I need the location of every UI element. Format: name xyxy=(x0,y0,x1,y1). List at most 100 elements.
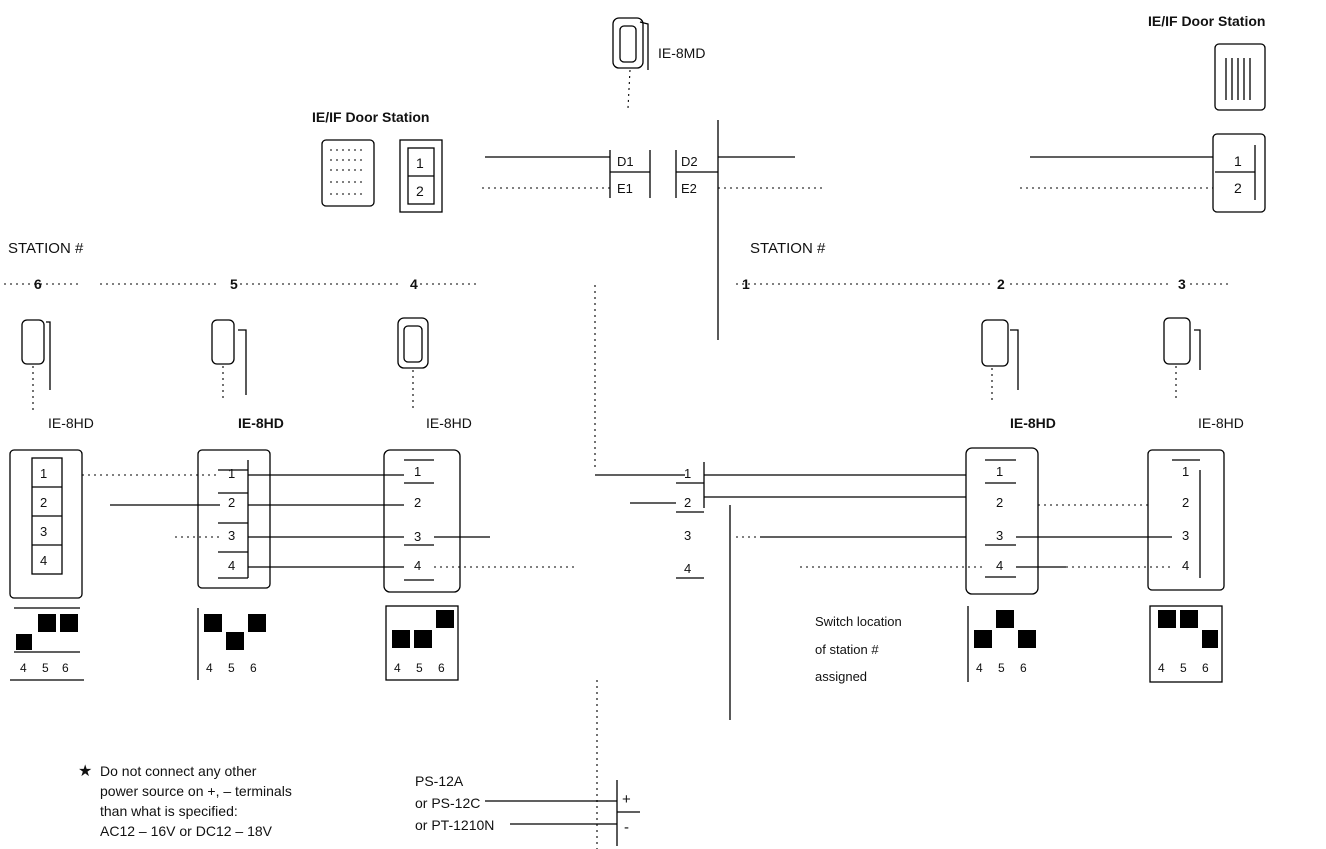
station-heading-right: STATION # xyxy=(750,240,826,257)
switch-note: Switch location of station # assigned xyxy=(815,614,902,684)
master-station-ie-8md: IE-8MD xyxy=(612,17,705,109)
master-terminals: D1 E1 D2 E2 xyxy=(482,120,825,340)
switch-digit: 6 xyxy=(250,661,257,675)
sub-station-2: IE-8HD 1 2 3 4 4 5 6 xyxy=(197,319,284,680)
switch-digit: 6 xyxy=(1020,661,1027,675)
door-right-terminal-1: 1 xyxy=(1234,153,1242,169)
power-terminal-minus: - xyxy=(624,819,629,836)
warning-line-2: power source on +, – terminals xyxy=(100,783,292,799)
star-icon: ★ xyxy=(78,763,92,780)
handset-icon xyxy=(981,319,1019,400)
door-left-terminal-1: 1 xyxy=(416,155,424,171)
power-source-3: or PT-1210N xyxy=(415,817,494,833)
switch-digit: 4 xyxy=(976,661,983,675)
terminal-d1: D1 xyxy=(617,154,634,169)
terminal-e2: E2 xyxy=(681,181,697,196)
switch-digit: 4 xyxy=(394,661,401,675)
door-speaker-icon xyxy=(321,139,375,207)
bus-terminal-2: 2 xyxy=(684,495,691,510)
terminal-3: 3 xyxy=(996,528,1003,543)
terminal-3: 3 xyxy=(228,528,235,543)
door-speaker-icon xyxy=(1214,43,1266,111)
switch-digit: 4 xyxy=(206,661,213,675)
warning-note: ★ Do not connect any other power source … xyxy=(78,763,292,839)
master-label: IE-8MD xyxy=(658,45,705,61)
terminal-3: 3 xyxy=(1182,528,1189,543)
door-station-right: IE/IF Door Station 1 2 xyxy=(1020,13,1266,213)
sub-station-4: IE-8HD 1 2 3 4 4 5 6 xyxy=(965,319,1056,682)
door-station-right-label: IE/IF Door Station xyxy=(1148,13,1265,29)
station-number-2: 2 xyxy=(997,276,1005,292)
warning-line-1: Do not connect any other xyxy=(100,763,257,779)
terminal-e1: E1 xyxy=(617,181,633,196)
station-number-row-left: 6 5 4 xyxy=(4,276,480,292)
terminal-2: 2 xyxy=(228,495,235,510)
handset-icon xyxy=(211,319,247,400)
door-station-left-label: IE/IF Door Station xyxy=(312,109,429,125)
terminal-4: 4 xyxy=(1182,558,1189,573)
terminal-1: 1 xyxy=(1182,464,1189,479)
power-supply: PS-12A or PS-12C or PT-1210N + - xyxy=(415,680,640,849)
terminal-4: 4 xyxy=(228,558,235,573)
handset-icon xyxy=(21,319,51,410)
station-number-5: 5 xyxy=(230,276,238,292)
power-source-2: or PS-12C xyxy=(415,795,480,811)
warning-line-3: than what is specified: xyxy=(100,803,238,819)
terminal-d2: D2 xyxy=(681,154,698,169)
switch-digit: 5 xyxy=(1180,661,1187,675)
right-wiring xyxy=(800,504,1172,568)
power-source-1: PS-12A xyxy=(415,773,464,789)
door-station-left: IE/IF Door Station 1 2 xyxy=(312,109,443,213)
sub-station-label: IE-8HD xyxy=(426,415,472,431)
switch-digit: 4 xyxy=(20,661,27,675)
sub-station-3: IE-8HD 1 2 3 4 4 5 6 xyxy=(383,317,472,681)
dip-switch: 4 5 6 xyxy=(10,607,84,681)
terminal-2: 2 xyxy=(1182,495,1189,510)
sub-station-label: IE-8HD xyxy=(238,415,284,431)
station-number-4: 4 xyxy=(410,276,418,292)
switch-digit: 5 xyxy=(228,661,235,675)
dip-switch: 4 5 6 xyxy=(385,605,459,681)
warning-line-4: AC12 – 16V or DC12 – 18V xyxy=(100,823,273,839)
terminal-4: 4 xyxy=(40,553,47,568)
terminal-4: 4 xyxy=(414,558,421,573)
switch-digit: 5 xyxy=(416,661,423,675)
switch-digit: 6 xyxy=(438,661,445,675)
terminal-2: 2 xyxy=(414,495,421,510)
terminal-3: 3 xyxy=(414,529,421,544)
station-number-1: 1 xyxy=(742,276,750,292)
sub-station-1: IE-8HD 1 2 3 4 4 5 6 xyxy=(9,319,94,681)
terminal-1: 1 xyxy=(40,466,47,481)
sub-station-5: IE-8HD 1 2 3 4 4 5 6 xyxy=(1147,317,1244,683)
handset-icon xyxy=(1163,317,1201,402)
handset-icon xyxy=(397,317,429,410)
bus-terminal-1: 1 xyxy=(684,466,691,481)
dip-switch: 4 5 6 xyxy=(1149,605,1223,683)
station-number-6: 6 xyxy=(34,276,42,292)
station-number-row-right: 1 2 3 xyxy=(736,276,1232,292)
sub-station-label: IE-8HD xyxy=(1198,415,1244,431)
station-heading-left: STATION # xyxy=(8,240,84,257)
station-number-3: 3 xyxy=(1178,276,1186,292)
terminal-1: 1 xyxy=(996,464,1003,479)
bus-terminal-3: 3 xyxy=(684,528,691,543)
switch-digit: 4 xyxy=(1158,661,1165,675)
terminal-2: 2 xyxy=(996,495,1003,510)
switch-digit: 5 xyxy=(42,661,49,675)
switch-note-line-2: of station # xyxy=(815,642,879,657)
left-wiring xyxy=(82,474,575,568)
terminal-1: 1 xyxy=(228,466,235,481)
dip-switch: 4 5 6 xyxy=(197,608,266,680)
terminal-2: 2 xyxy=(40,495,47,510)
door-left-terminal-2: 2 xyxy=(416,183,424,199)
bus-terminal-4: 4 xyxy=(684,561,691,576)
switch-digit: 5 xyxy=(998,661,1005,675)
switch-digit: 6 xyxy=(62,661,69,675)
switch-digit: 6 xyxy=(1202,661,1209,675)
bus-terminals: 1 2 3 4 xyxy=(630,462,985,720)
sub-station-label: IE-8HD xyxy=(1010,415,1056,431)
terminal-3: 3 xyxy=(40,524,47,539)
dip-switch: 4 5 6 xyxy=(967,606,1036,682)
switch-note-line-1: Switch location xyxy=(815,614,902,629)
